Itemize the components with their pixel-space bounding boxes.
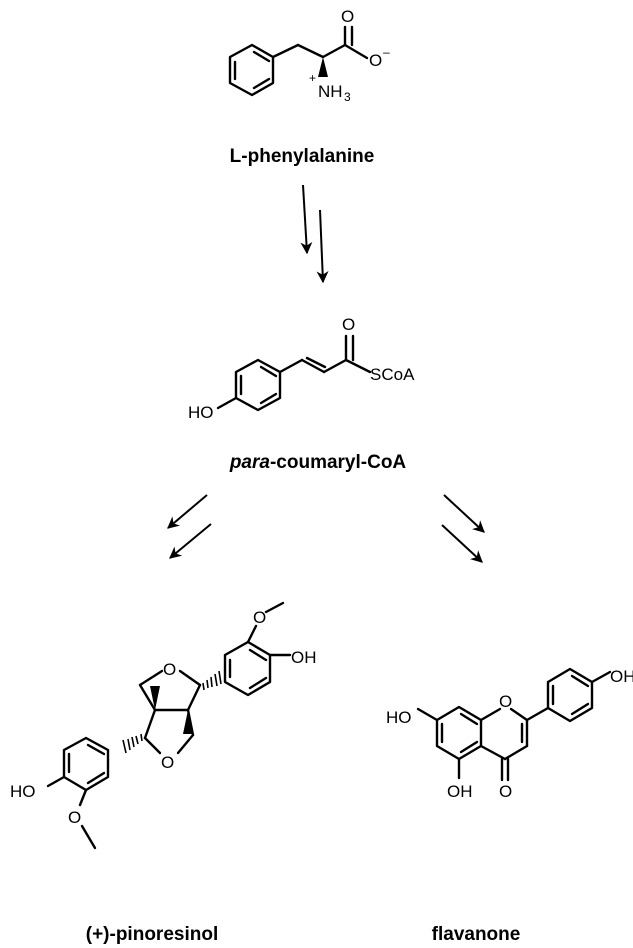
charge-plus: + xyxy=(309,71,316,85)
stereo-wedge xyxy=(318,57,328,77)
atom-o: O xyxy=(499,782,512,801)
atom-o: O xyxy=(341,7,354,26)
caption-suffix: -coumaryl-CoA xyxy=(270,452,406,473)
atom-o: O xyxy=(499,692,512,711)
arrow-down xyxy=(300,184,313,255)
atom-o: O xyxy=(369,51,382,70)
atom-o: O xyxy=(161,753,174,772)
atom-oh: OH xyxy=(291,648,317,667)
arrow-down-right xyxy=(443,494,485,533)
caption-prefix-para: para xyxy=(229,452,271,473)
atom-o: O xyxy=(163,660,176,679)
reaction-arrows-2 xyxy=(167,494,485,563)
atom-scoa: SCoA xyxy=(370,365,415,384)
caption-pinoresinol: (+)-pinoresinol xyxy=(86,924,218,945)
arrow-down-right xyxy=(441,524,483,563)
pinoresinol-structure: O O O OH HO O xyxy=(10,601,317,850)
atom-ho: HO xyxy=(188,403,214,422)
hashed-bonds xyxy=(122,670,222,754)
reaction-arrows-1 xyxy=(300,184,329,284)
arrow-down-left xyxy=(169,523,212,559)
pinoresinol-bonds xyxy=(46,601,292,850)
atom-ho: HO xyxy=(386,708,412,727)
atom-oh: OH xyxy=(610,667,633,686)
charge-minus: – xyxy=(383,45,390,59)
phenylalanine-bonds xyxy=(228,25,369,97)
flavanone-structure: O OH HO OH O xyxy=(386,667,633,801)
atom-nh3: NH xyxy=(318,82,343,101)
arrow-down-left xyxy=(167,494,208,529)
flavanone-bonds xyxy=(416,667,612,782)
atom-ho: HO xyxy=(10,782,36,801)
subscript-3: 3 xyxy=(344,90,351,104)
caption-coumaryl-coa: para-coumaryl-CoA xyxy=(229,452,407,473)
atom-oh: OH xyxy=(447,782,473,801)
coumaryl-coa-structure: O SCoA HO xyxy=(188,315,415,422)
caption-flavanone: flavanone xyxy=(432,924,521,945)
stereo-wedge xyxy=(150,686,160,710)
phenylalanine-structure: O O – + NH 3 xyxy=(228,7,390,104)
stereo-wedge xyxy=(183,710,193,734)
atom-o: O xyxy=(342,315,355,334)
atom-o: O xyxy=(68,808,81,827)
caption-phenylalanine: L-phenylalanine xyxy=(230,146,375,167)
coumaryl-bonds xyxy=(216,334,372,412)
atom-o: O xyxy=(253,608,266,627)
arrow-down xyxy=(316,209,329,284)
